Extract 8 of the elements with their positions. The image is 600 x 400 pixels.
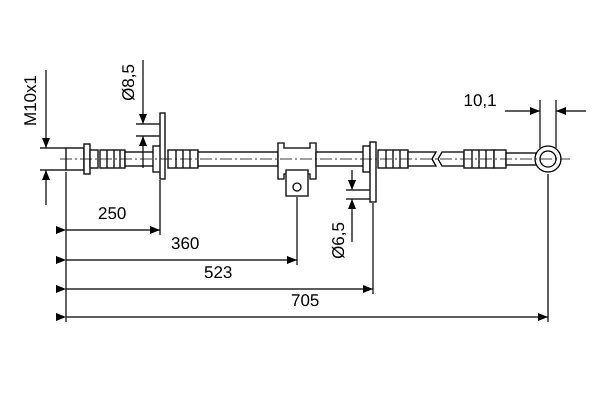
dimension-label: 705 — [291, 292, 320, 308]
dimension-label: 10,1 — [464, 92, 497, 108]
dimension-label: 523 — [204, 264, 232, 280]
dimension-label: 360 — [171, 234, 200, 252]
dimension-label: M10x1 — [22, 74, 39, 126]
dimension-label: Ø6,5 — [329, 222, 346, 258]
dimension-label: 250 — [98, 204, 126, 222]
dimension-label: Ø8,5 — [119, 64, 136, 100]
